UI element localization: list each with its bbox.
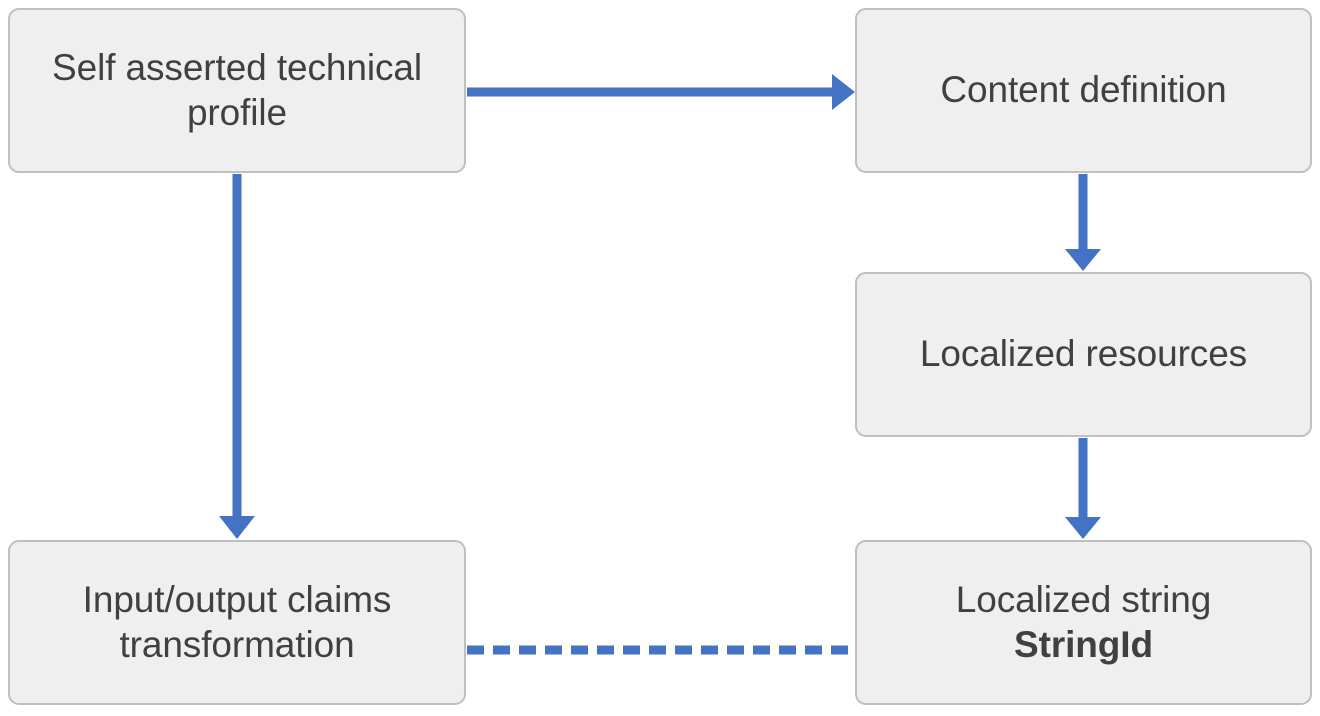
arrowhead-down-icon <box>1065 517 1101 539</box>
edge-localized-resources-to-localized-string <box>1065 438 1101 539</box>
edge-profile-to-content-definition <box>467 74 855 110</box>
edge-content-definition-to-localized-resources <box>1065 174 1101 271</box>
node-content-definition[interactable]: Content definition <box>855 8 1312 173</box>
arrowhead-down-icon <box>1065 249 1101 271</box>
node-label: Content definition <box>940 69 1227 111</box>
node-label: Localized resources <box>919 333 1248 375</box>
node-localized-resources[interactable]: Localized resources <box>855 272 1312 437</box>
arrowhead-right-icon <box>832 74 855 110</box>
edge-profile-to-claims-transformation <box>219 174 255 539</box>
string-id-token: StringId <box>1014 623 1153 665</box>
arrowhead-down-icon <box>219 516 255 539</box>
